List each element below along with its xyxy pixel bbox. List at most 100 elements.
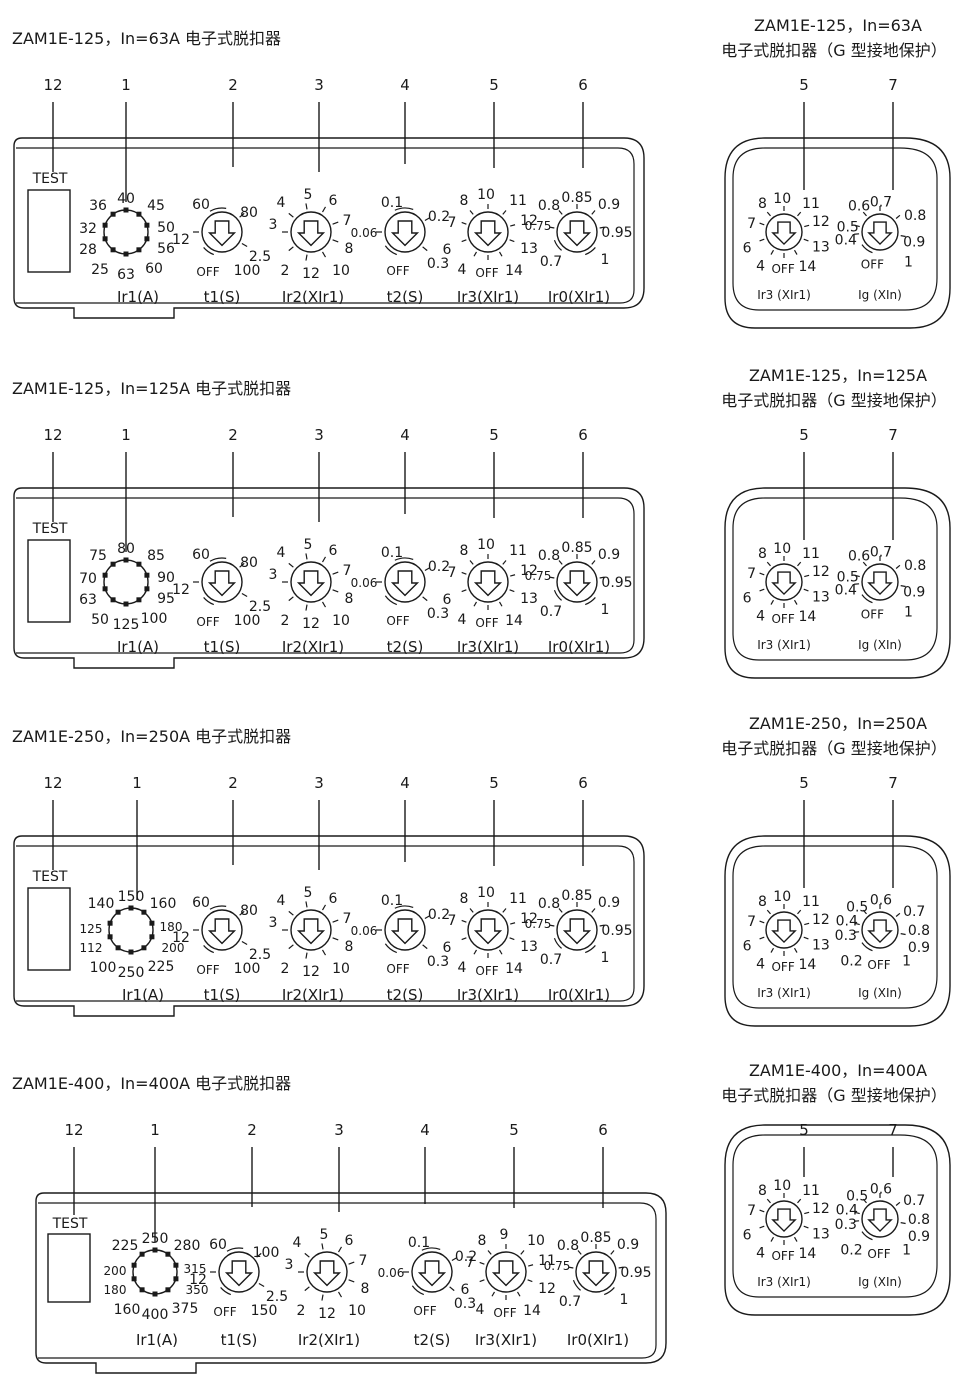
callout-n12: 12: [43, 426, 62, 444]
callout-n7-g: 7: [888, 774, 898, 792]
ir2-label: 2: [281, 961, 290, 977]
ir2-label: 5: [320, 1227, 329, 1243]
ig-label: 0.4: [835, 583, 857, 599]
callout-n12: 12: [43, 774, 62, 792]
callout-n5-g: 5: [799, 774, 809, 792]
scale-tick: [337, 1246, 343, 1253]
g-ir3-knob: [765, 563, 803, 601]
ir3-knob: [467, 561, 509, 603]
ir0-label: 0.85: [561, 190, 592, 206]
panel-row-1: ZAM1E-125，In=63A 电子式脱扣器ZAM1E-125，In=63A电…: [12, 16, 951, 329]
g-ir3-label: 6: [743, 240, 752, 256]
scale-tick: [332, 221, 339, 225]
test-button[interactable]: [27, 539, 71, 623]
ig-label: 0.9: [908, 1229, 930, 1245]
g-ir3-label: 8: [758, 546, 767, 562]
ir1-detent-dot: [102, 222, 108, 228]
ir3-label: 10: [477, 537, 495, 553]
down-arrow-icon: [224, 1260, 254, 1287]
ir1-scale-label: 160: [150, 896, 177, 912]
t2-label: 0.06: [351, 924, 378, 938]
g-unit-housing: [724, 137, 951, 329]
scale-tick: [591, 908, 596, 913]
scale-tick: [256, 1252, 262, 1258]
g-ir3-label: 6: [743, 938, 752, 954]
test-button[interactable]: [47, 1233, 91, 1303]
knob-ring: [556, 561, 598, 603]
t2-label: 0.2: [428, 907, 450, 923]
g-ir3-label: 13: [812, 937, 830, 953]
trip-unit-inner-panel: [16, 845, 635, 1002]
scale-tick: [332, 571, 339, 575]
t2-label: 0.2: [428, 209, 450, 225]
ir2-label: 4: [293, 1235, 302, 1251]
t1-caption: t1(S): [204, 638, 241, 656]
g-ir3-label: 14: [798, 957, 816, 973]
scale-tick: [288, 212, 294, 218]
ir1-scale-label: 25: [91, 262, 109, 278]
scale-tick: [568, 1266, 574, 1269]
g-ir3-label: 10: [773, 191, 791, 207]
callout-n5-g: 5: [799, 1121, 809, 1139]
down-arrow-icon: [562, 220, 592, 247]
ir2-label: 3: [269, 567, 278, 583]
t1-label: OFF: [196, 265, 219, 279]
ir3-label: 13: [520, 241, 538, 257]
scale-tick: [337, 1291, 343, 1298]
ir2-label: 3: [269, 217, 278, 233]
ir1-scale-label: 36: [89, 198, 107, 214]
scale-tick: [288, 596, 294, 602]
scale-tick: [793, 947, 798, 953]
ig-label: 1: [904, 604, 913, 620]
callout-n6: 6: [578, 76, 588, 94]
ir3-label: 13: [520, 591, 538, 607]
callout-n5: 5: [489, 76, 499, 94]
down-arrow-icon: [207, 220, 237, 247]
g-ir3-label: 11: [802, 894, 820, 910]
test-button[interactable]: [27, 887, 71, 971]
down-arrow-icon: [867, 919, 893, 944]
scale-tick: [759, 936, 765, 940]
g-ir3-label: 13: [812, 589, 830, 605]
test-button[interactable]: [27, 189, 71, 273]
down-arrow-icon: [491, 1260, 521, 1287]
callout-n3: 3: [314, 774, 324, 792]
ir1-detent-dot: [152, 1291, 158, 1297]
scale-tick: [759, 588, 765, 592]
g-ir3-label: 12: [812, 214, 830, 230]
ir2-label: 5: [304, 537, 313, 553]
callout-n6: 6: [578, 774, 588, 792]
scale-tick: [473, 251, 478, 257]
g-ir3-label: 6: [743, 1227, 752, 1243]
t1-knob: [218, 1251, 260, 1293]
ir3-label: 8: [478, 1233, 487, 1249]
g-panel-subtitle: 电子式脱扣器（G 型接地保护）: [721, 41, 947, 60]
t1-label: 100: [234, 263, 261, 279]
trip-unit-housing: [13, 835, 645, 1017]
g-panel-title: ZAM1E-400，In=400A: [749, 1061, 927, 1080]
down-arrow-icon: [296, 570, 326, 597]
t2-caption: t2(S): [387, 986, 424, 1004]
ir0-label: 0.85: [561, 888, 592, 904]
scale-tick: [332, 589, 339, 593]
g-unit-housing: [724, 1124, 951, 1316]
down-arrow-icon: [390, 220, 420, 247]
ir3-label: 14: [505, 263, 523, 279]
scale-bracket: [209, 557, 227, 562]
ir1-scale-label: 125: [80, 922, 103, 936]
callout-n4: 4: [400, 774, 410, 792]
ig-knob: [861, 911, 899, 949]
down-arrow-icon: [390, 570, 420, 597]
g-ir3-label: 11: [802, 546, 820, 562]
t1-label: 100: [234, 961, 261, 977]
callout-n2: 2: [228, 76, 238, 94]
ig-label: 0.7: [903, 1193, 925, 1209]
ir3-knob: [467, 909, 509, 951]
t2-label: 0.1: [381, 893, 403, 909]
ir0-label: 0.9: [598, 547, 620, 563]
ir2-caption: Ir2(XIr1): [282, 638, 344, 656]
knob-ring: [556, 211, 598, 253]
scale-tick: [305, 952, 308, 959]
knob-ring: [201, 211, 243, 253]
ir1-scale-label: 280: [174, 1238, 201, 1254]
